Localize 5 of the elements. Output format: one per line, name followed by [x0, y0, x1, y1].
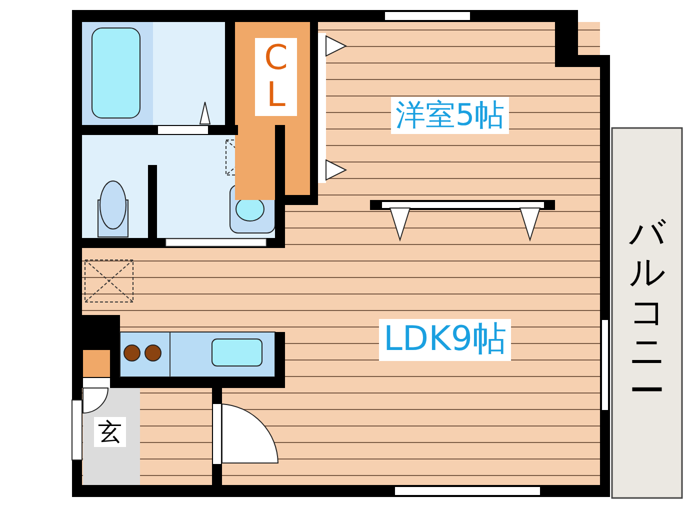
room-label: LDK9帖: [379, 319, 511, 361]
room-label: CL: [255, 38, 297, 116]
room-label: 洋室5帖: [391, 96, 509, 134]
room-label: 玄: [94, 416, 126, 448]
room-label: バルコニー: [628, 212, 667, 414]
